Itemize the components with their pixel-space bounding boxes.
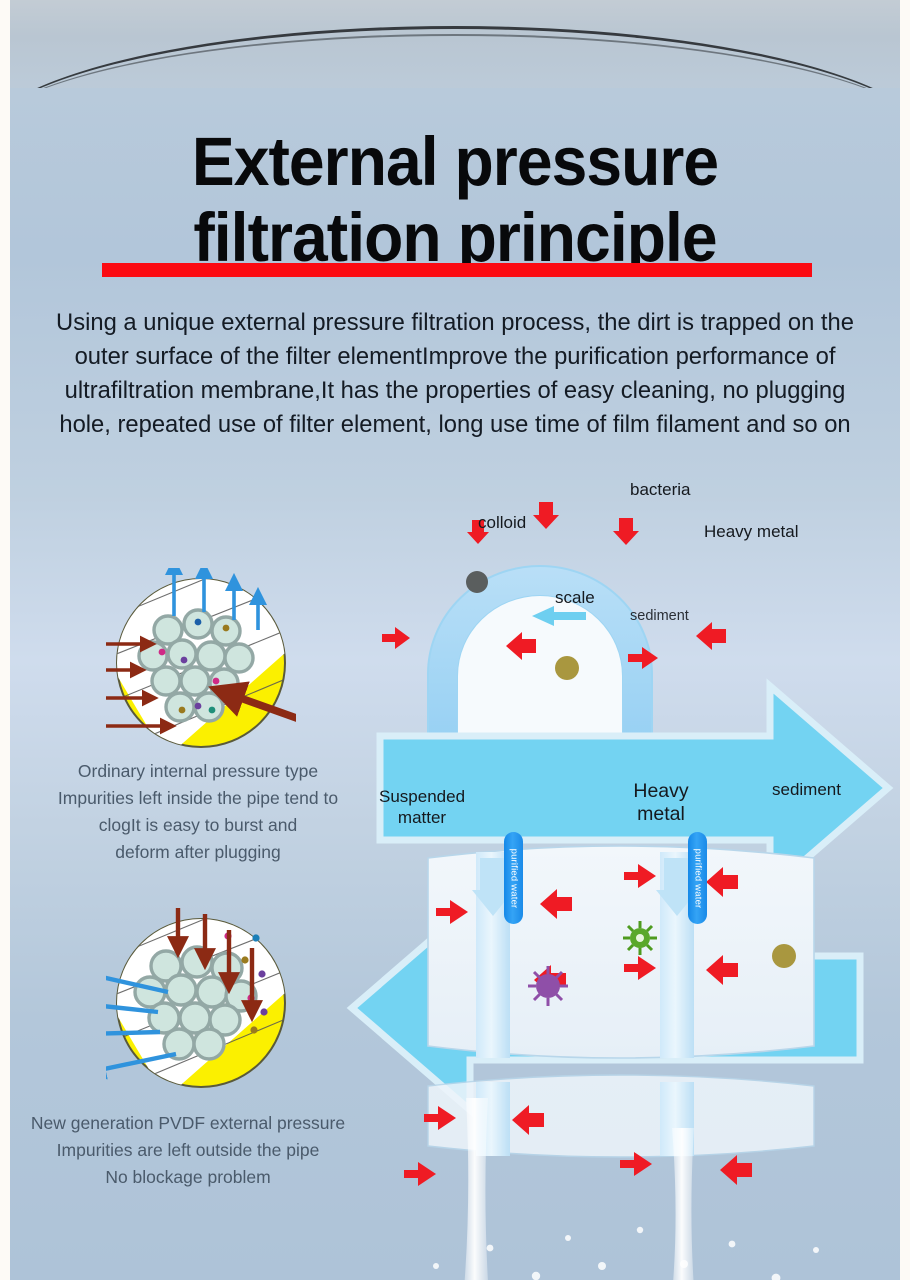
purified-water-text-right: purified water [692,848,704,908]
caption-a-line-3: clogIt is easy to burst and [98,815,298,835]
label-scale: scale [555,588,595,607]
filter-module-middle [427,845,815,1059]
label-suspended-matter: Suspended matter [379,787,466,827]
caption-a-line-1: Ordinary internal pressure type [77,761,319,781]
title-line-2: filtration principle [193,199,717,276]
sediment-particle-top [555,656,579,680]
feed-in-arrows [106,635,177,735]
vessel-rim-curve-outer [10,26,900,92]
downflow-arrow-right [656,858,698,916]
label-heavy-metal-mid: Heavy metal [633,780,689,825]
permeate-out-arrows [106,975,177,1080]
pvdf-external-pressure-diagram [106,908,286,1088]
downflow-arrow-left [472,858,514,916]
filter-module-lower [427,1074,815,1158]
label-sediment-top: sediment [630,608,689,624]
colloid-particle [466,571,488,593]
label-bacteria: bacteria [630,480,691,499]
caption-b-line-2: Impurities are left outside the pipe [56,1140,320,1160]
water-splash-photo [404,1098,819,1280]
lower-contaminant-arrows [404,1105,752,1186]
ordinary-internal-pressure-diagram [106,568,296,748]
caption-a-line-2: Impurities left inside the pipe tend to [57,788,339,808]
caption-ordinary-internal-pressure: Ordinary internal pressure type Impuriti… [28,758,368,866]
caption-pvdf-external-pressure: New generation PVDF external pressure Im… [18,1110,358,1191]
sediment-particle-mid [772,944,796,968]
caption-a-line-4: deform after plugging [115,842,281,862]
title-line-1: External pressure [191,123,719,200]
content-sheet: External pressure filtration principle U… [10,88,900,1280]
splash-droplets [433,1226,819,1280]
internal-flow-arrow [532,606,586,626]
label-heavy-metal-top: Heavy metal [704,522,799,541]
microbe-particle [623,921,657,955]
label-colloid: colloid [478,513,527,532]
purified-water-text-left: purified water [508,848,520,908]
virus-particle [528,966,568,1006]
vessel-rim-band [10,0,900,92]
water-stream-left [464,1098,488,1280]
caption-b-line-1: New generation PVDF external pressure [30,1113,346,1133]
intro-paragraph: Using a unique external pressure filtrat… [56,309,854,438]
feed-in-arrow-major [208,681,296,722]
water-stream-right [672,1128,694,1280]
permeate-out-arrows [165,568,267,630]
page-title: External pressure filtration principle [10,124,900,276]
purified-water-tube-label-right: purified water [688,832,707,924]
vessel-rim-curve-inner [10,34,900,92]
external-pressure-in-arrows [167,908,263,1023]
contaminant-direction-arrows [382,502,738,995]
caption-b-line-3: No blockage problem [105,1167,271,1187]
purified-water-tube-label-left: purified water [504,832,523,924]
title-underline-bar [102,263,812,277]
label-sediment-mid: sediment [772,780,841,799]
